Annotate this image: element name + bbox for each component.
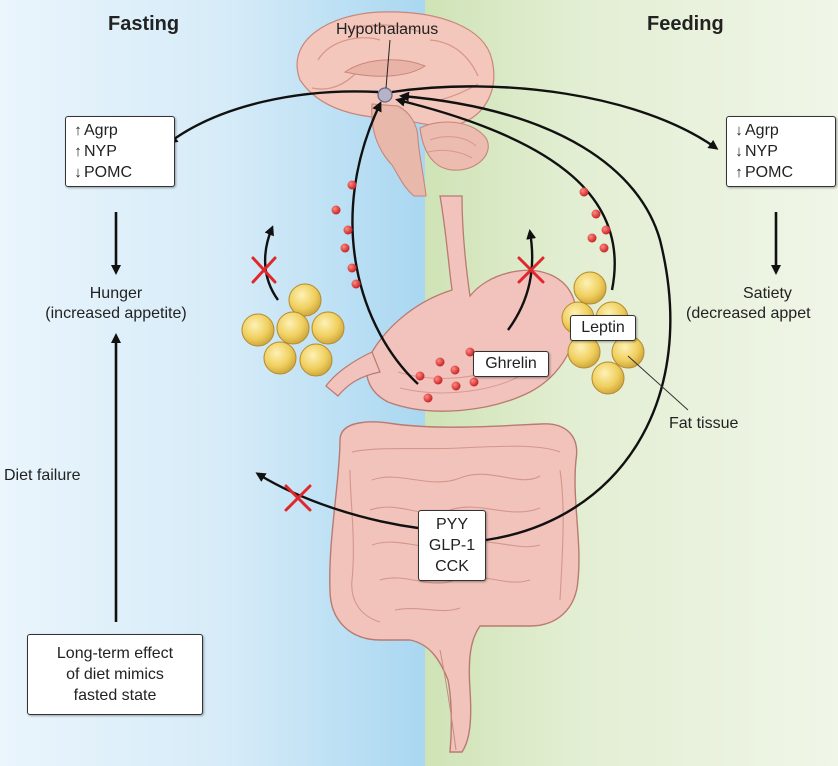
arrow-left-fat-blocked — [263, 225, 279, 301]
hypothalamus-label: Hypothalamus — [336, 21, 439, 38]
leptin-label: Leptin — [570, 315, 636, 341]
fasting-gene-box: ↑Agrp ↑NYP ↓POMC — [65, 116, 175, 187]
ghrelin-label: Ghrelin — [473, 351, 549, 377]
arrow-ghrelin-to-hypothalamus — [351, 101, 419, 385]
long-term-effect-box: Long-term effect of diet mimics fasted s… — [27, 634, 203, 715]
down-arrow-icon: ↓ — [735, 143, 743, 160]
gene-label: NYP — [745, 143, 778, 160]
hunger-label: Hunger (increased appetite) — [10, 284, 222, 324]
long-term-line3: fasted state — [73, 687, 157, 704]
arrow-leptin-to-hypothalamus — [395, 96, 616, 291]
fat-tissue-pointer — [627, 355, 689, 411]
hypothalamus-pointer — [385, 39, 391, 89]
hypothalamus-node — [377, 87, 393, 103]
gut-hormones-box: PYY GLP-1 CCK — [418, 510, 486, 581]
hormone-dots — [331, 180, 611, 403]
down-arrow-icon: ↓ — [735, 122, 743, 139]
diet-failure-label: Diet failure — [4, 467, 81, 484]
satiety-line1: Satiety — [743, 285, 792, 302]
pyy-label: PYY — [435, 516, 468, 533]
inhibit-x-left-fat — [251, 256, 277, 284]
fat-tissue-label: Fat tissue — [669, 415, 739, 432]
long-term-line2: of diet mimics — [66, 666, 164, 683]
hunger-line2: (increased appetite) — [45, 305, 187, 322]
arrow-hypothalamus-to-feeding — [391, 85, 719, 150]
satiety-line2: (decreased appet — [686, 305, 811, 322]
fasting-header: Fasting — [108, 13, 180, 35]
up-arrow-icon: ↑ — [74, 122, 82, 139]
gene-label: POMC — [84, 164, 132, 181]
inhibit-x-ghrelin — [517, 256, 545, 284]
gene-label: Agrp — [84, 122, 118, 139]
gene-label: POMC — [745, 164, 793, 181]
glp1-label: GLP-1 — [428, 537, 476, 554]
down-arrow-icon: ↓ — [74, 164, 82, 181]
arrow-ghrelin-blocked — [507, 229, 537, 331]
feeding-gene-box: ↓Agrp ↓NYP ↑POMC — [726, 116, 836, 187]
arrow-gut-hormones-blocked — [255, 472, 419, 530]
up-arrow-icon: ↑ — [735, 164, 743, 181]
fat-cells-left — [241, 283, 345, 377]
up-arrow-icon: ↑ — [74, 143, 82, 160]
arrow-hypothalamus-to-fasting — [167, 90, 379, 144]
arrow-gut-hormones-to-hypothalamus — [399, 91, 672, 542]
long-term-line1: Long-term effect — [56, 645, 174, 662]
inhibit-x-gut — [284, 484, 312, 512]
cck-label: CCK — [435, 558, 469, 575]
hunger-line1: Hunger — [89, 285, 143, 302]
gene-label: Agrp — [745, 122, 779, 139]
gene-label: NYP — [84, 143, 117, 160]
satiety-label: Satiety (decreased appet — [686, 284, 838, 324]
feeding-header: Feeding — [647, 13, 724, 35]
brain-illustration — [296, 11, 495, 197]
